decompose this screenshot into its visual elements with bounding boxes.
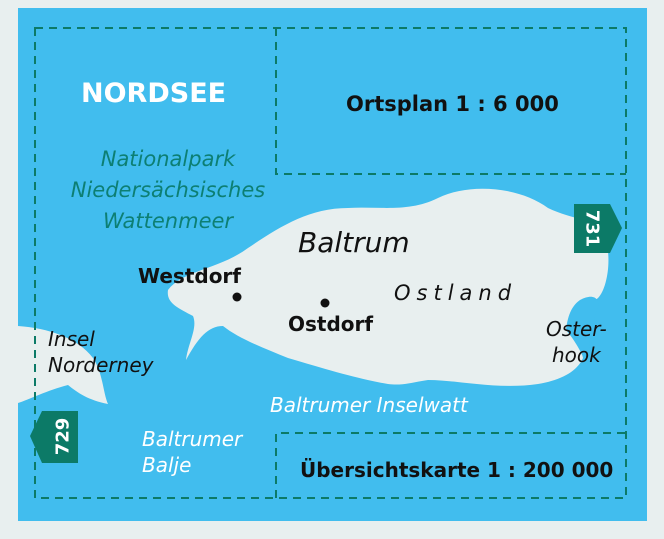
island-name: Baltrum [298, 226, 410, 259]
np-line-3: Wattenmeer [102, 209, 234, 233]
ostland-label: Ostland [394, 281, 518, 305]
island-norderney [18, 326, 108, 404]
osterhook-label: Oster- hook [546, 316, 607, 368]
inselwatt-label: Baltrumer Inselwatt [270, 393, 468, 417]
np-line-2: Niedersächsisches [70, 178, 266, 202]
map: NORDSEE Nationalpark Niedersächsisches W… [18, 8, 647, 521]
ostdorf-label: Ostdorf [288, 312, 374, 336]
page-ref-729[interactable]: 729 [52, 417, 74, 456]
uebersicht-inset-border [275, 432, 626, 498]
ostdorf-dot [320, 298, 330, 308]
map-frame [34, 27, 627, 499]
westdorf-label: Westdorf [138, 264, 241, 288]
ortsplan-inset-title[interactable]: Ortsplan 1 : 6 000 [346, 92, 559, 116]
map-graphics [18, 27, 627, 499]
balje-label: Baltrumer Balje [142, 426, 242, 478]
np-line-1: Nationalpark [100, 147, 236, 171]
national-park-label: Nationalpark Niedersächsisches Wattenmee… [48, 144, 288, 237]
osterhook-line-2: hook [551, 343, 601, 367]
norderney-line-2: Norderney [48, 353, 154, 377]
page-ref-731[interactable]: 731 [581, 209, 603, 248]
ortsplan-inset-border [275, 28, 626, 175]
page-ref-729-badge[interactable] [30, 411, 78, 463]
norderney-line-1: Insel [48, 327, 95, 351]
page-ref-731-badge[interactable] [574, 204, 622, 253]
balje-line-2: Balje [142, 453, 192, 477]
sea-name: NORDSEE [81, 78, 227, 109]
osterhook-inlet [566, 296, 599, 370]
balje-line-1: Baltrumer [142, 427, 243, 451]
uebersicht-inset-title[interactable]: Übersichtskarte 1 : 200 000 [300, 458, 614, 482]
westdorf-dot [232, 292, 242, 302]
island-baltrum [167, 188, 609, 386]
osterhook-line-1: Oster- [546, 317, 607, 341]
norderney-label: Insel Norderney [48, 326, 153, 378]
